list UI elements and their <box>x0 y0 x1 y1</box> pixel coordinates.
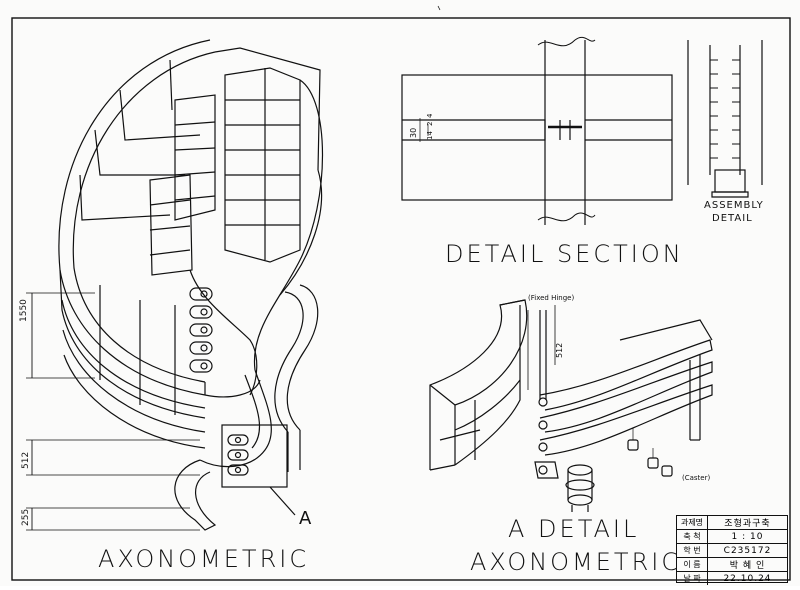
title-block-value: 22.10.24 <box>723 573 772 584</box>
title-block-key: 날 짜 <box>677 572 708 585</box>
caster-label: (Caster) <box>682 474 711 482</box>
title-block-row: 과제명 조형과구축 <box>677 516 787 530</box>
assembly-title-line1: ASSEMBLY <box>704 200 764 211</box>
dim-4-label: 4 <box>426 113 434 118</box>
dim-255-label: 255 <box>21 508 31 526</box>
fixed-hinge-label: (Fixed Hinge) <box>528 294 575 302</box>
detail-section-title: DETAIL SECTION <box>445 240 684 268</box>
dim-14-label: 14 <box>426 131 434 140</box>
a-detail-title-line2: AXONOMETRIC <box>470 548 682 576</box>
title-block-value: 박 혜 인 <box>729 561 766 571</box>
title-block-row: 학 번 C235172 <box>677 544 787 558</box>
title-block-key: 축 척 <box>677 530 708 543</box>
detail-a-callout-box <box>221 424 288 488</box>
title-block-key: 학 번 <box>677 544 708 557</box>
title-block-key: 과제명 <box>677 516 708 529</box>
title-block-row: 이 름 박 혜 인 <box>677 558 787 572</box>
sheet-border <box>11 17 791 581</box>
a-detail-axonometric-drawing <box>429 299 713 512</box>
title-block: 과제명 조형과구축 축 척 1 : 10 학 번 C235172 이 름 박 혜… <box>676 515 788 585</box>
detail-section-drawing <box>401 36 673 225</box>
main-axonometric-drawing <box>26 39 324 531</box>
detail-dim-512-label: 512 <box>555 342 564 358</box>
title-block-value: 조형과구축 <box>724 519 771 529</box>
title-block-row: 날 짜 22.10.24 <box>677 572 787 585</box>
title-block-value: C235172 <box>723 545 772 556</box>
a-detail-title-line1: A DETAIL <box>508 515 640 543</box>
dim-2-label: 2 <box>426 121 434 126</box>
dim-1550-label: 1550 <box>19 299 29 322</box>
assembly-detail-drawing <box>687 40 763 198</box>
title-block-key: 이 름 <box>677 558 708 571</box>
dim-512-label: 512 <box>21 451 31 469</box>
detail-a-marker: A <box>299 508 312 529</box>
title-block-value: 1 : 10 <box>731 531 764 542</box>
dim-30-label: 30 <box>409 127 418 138</box>
axonometric-title: AXONOMETRIC <box>98 545 310 573</box>
assembly-title-line2: DETAIL <box>712 213 753 224</box>
title-block-row: 축 척 1 : 10 <box>677 530 787 544</box>
